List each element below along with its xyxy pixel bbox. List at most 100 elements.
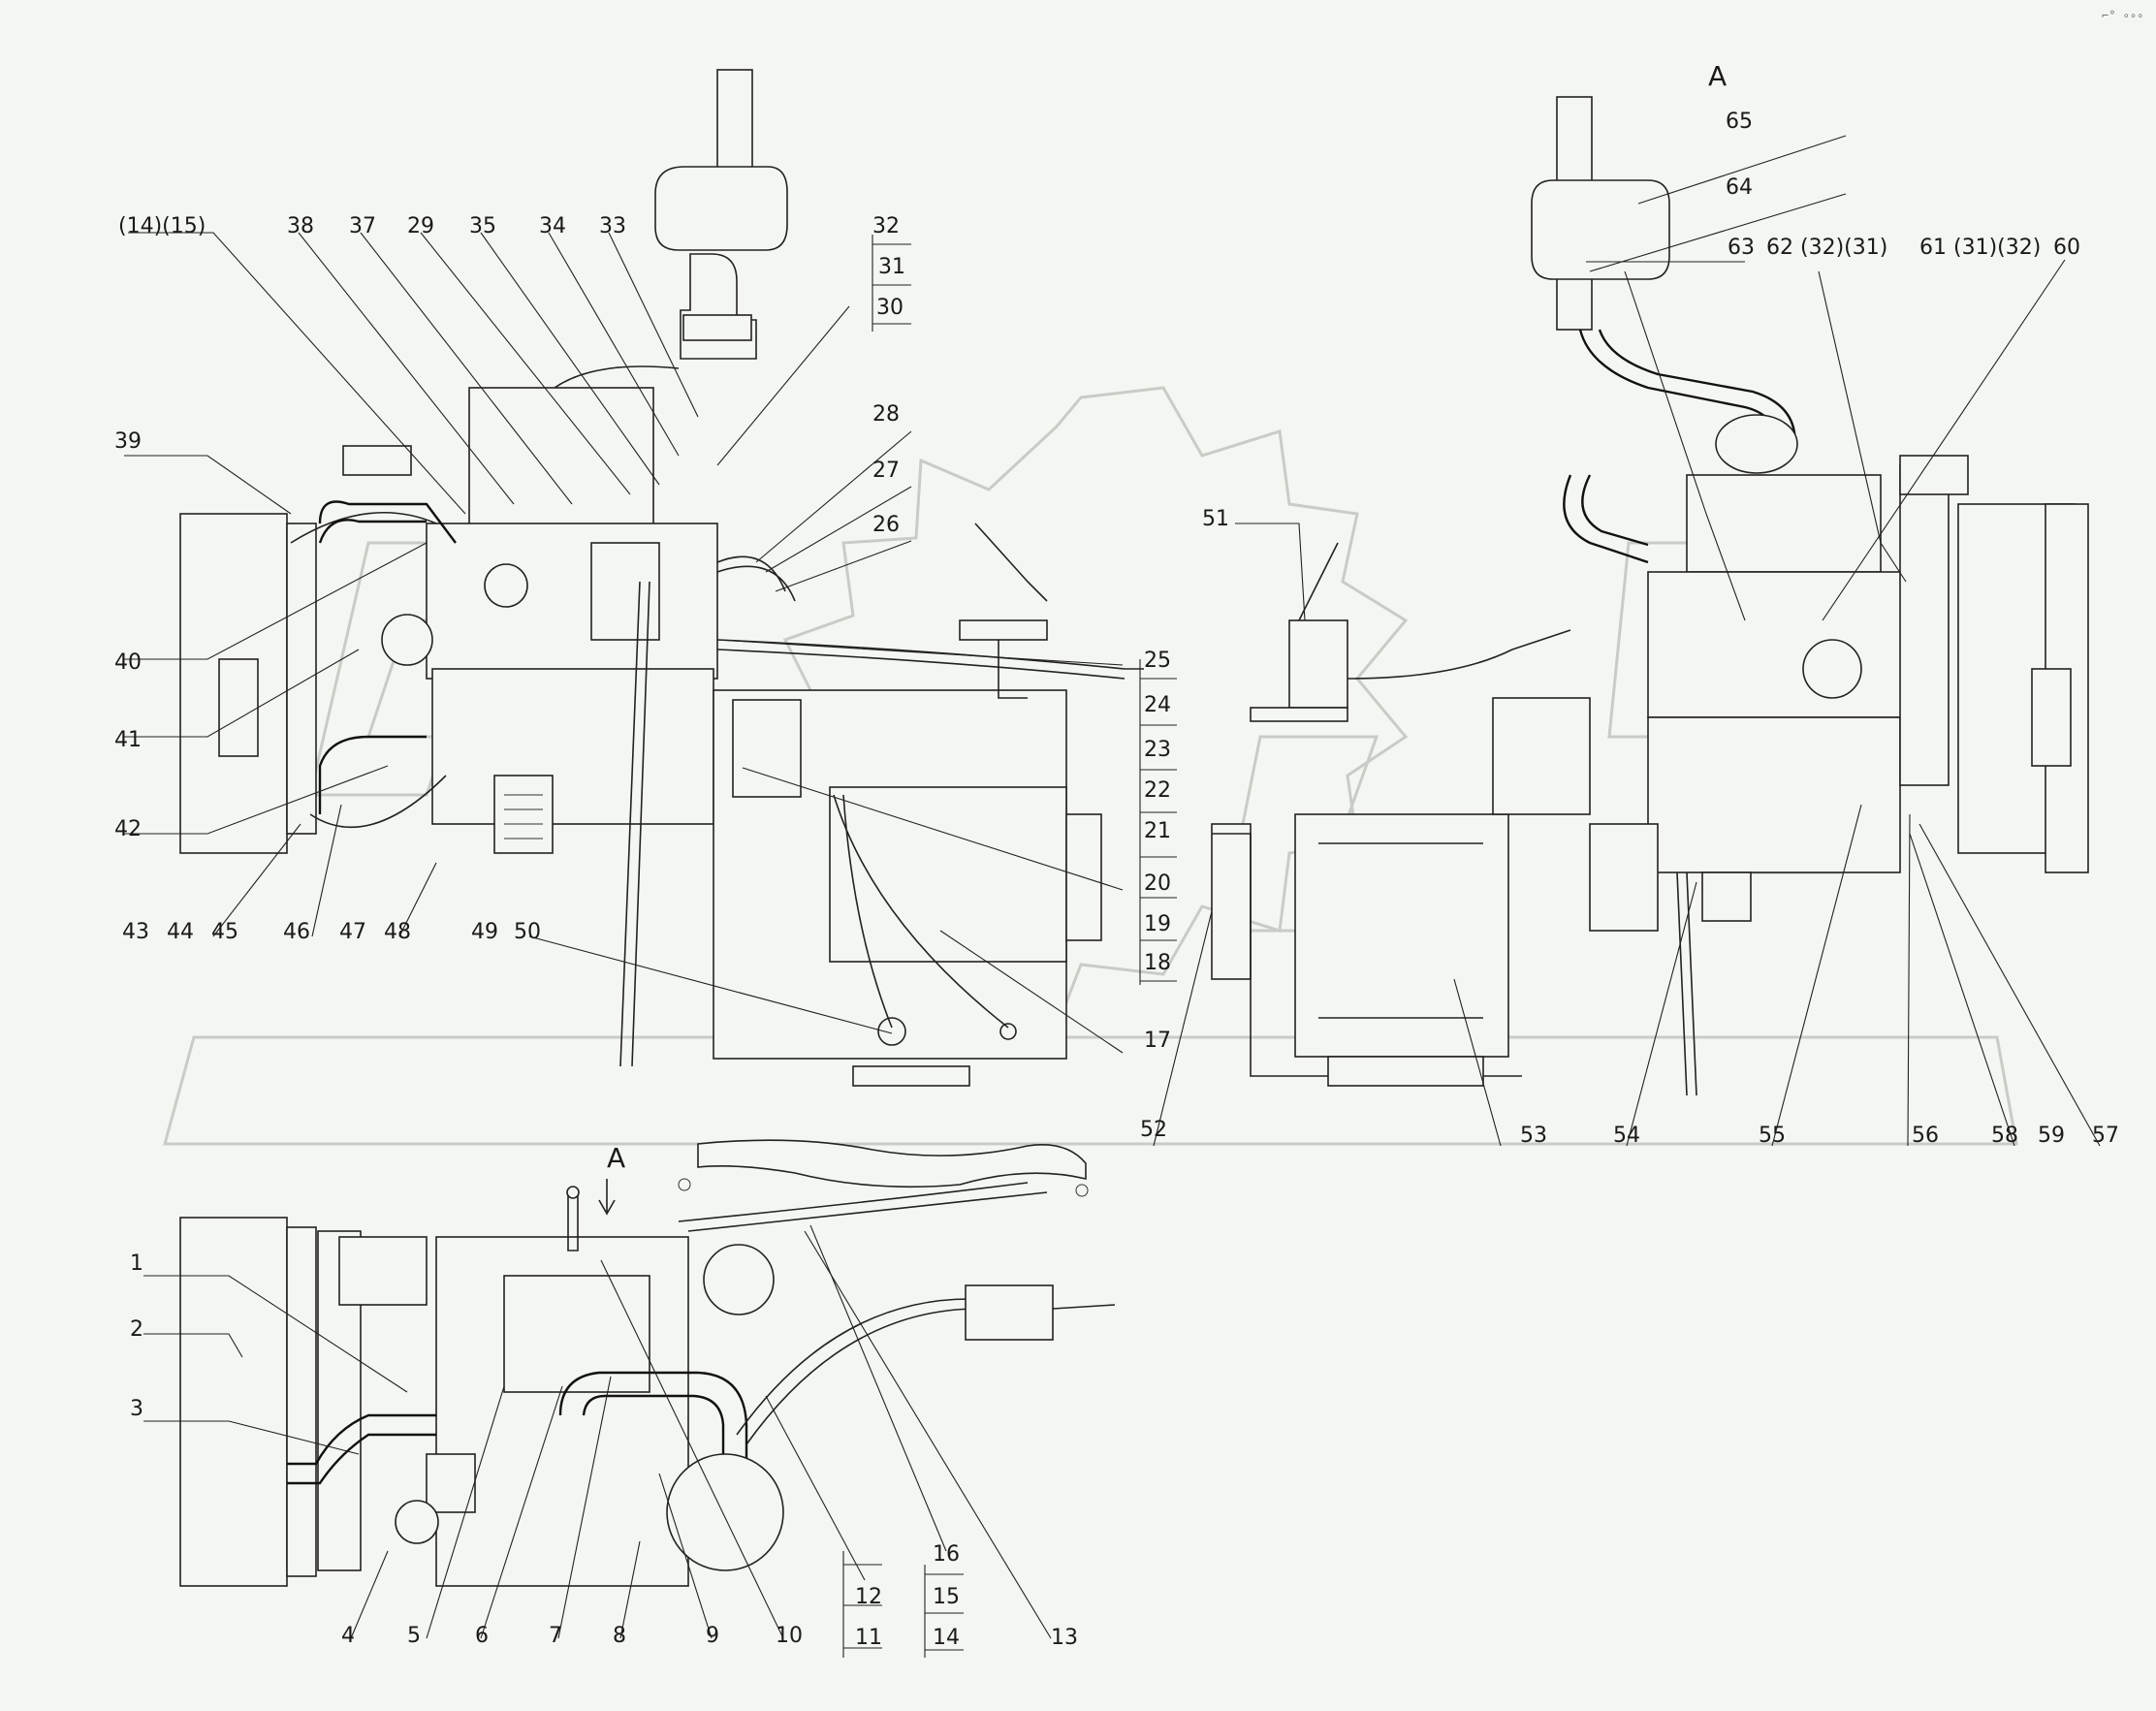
top-view-engine — [179, 1139, 1116, 1587]
throttle-base — [1250, 707, 1348, 722]
callout-3: 3 — [130, 1397, 143, 1421]
callout-40: 40 — [114, 650, 142, 675]
battery-bracket — [732, 699, 802, 798]
front-view-engine — [179, 69, 1144, 1087]
callout-10: 10 — [776, 1624, 803, 1648]
radiator-shroud — [286, 523, 317, 835]
callout-17: 17 — [1144, 1029, 1171, 1053]
callout-30: 30 — [876, 296, 904, 320]
callout-45: 45 — [211, 920, 238, 944]
callout-23: 23 — [1144, 738, 1171, 762]
rear-fan-shroud — [1899, 464, 1950, 786]
callout-57: 57 — [2092, 1124, 2119, 1148]
callout-6: 6 — [475, 1624, 489, 1648]
callout-54: 54 — [1613, 1124, 1640, 1148]
callout-2: 2 — [130, 1317, 143, 1342]
corner-mark: ⌐° ∘∘∘ — [2102, 9, 2143, 22]
oil-filter — [493, 775, 554, 854]
turbo-top-view — [703, 1244, 775, 1315]
callout-16: 16 — [933, 1542, 960, 1567]
left-mount-plate — [1211, 823, 1252, 980]
rear-tank-base — [1327, 1056, 1484, 1087]
air-filter-top — [654, 166, 788, 251]
callout-65: 65 — [1726, 110, 1753, 134]
callout-44: 44 — [167, 920, 194, 944]
callout-41: 41 — [114, 728, 142, 752]
callout-labels: (14)(15) 38 37 29 35 34 33 32 31 30 28 2… — [114, 60, 2119, 1650]
hose-clamp — [682, 314, 752, 341]
callout-13: 13 — [1051, 1626, 1078, 1650]
callout-53: 53 — [1520, 1124, 1547, 1148]
callout-4: 4 — [341, 1624, 355, 1648]
callout-37: 37 — [349, 214, 376, 238]
callout-63: 63 — [1728, 236, 1755, 260]
rear-cylinder-head — [1686, 474, 1882, 573]
callout-55: 55 — [1759, 1124, 1786, 1148]
rear-view-engine — [1211, 96, 2089, 1096]
callout-29: 29 — [407, 214, 434, 238]
callout-8: 8 — [613, 1624, 626, 1648]
throttle-cable-end — [965, 1284, 1054, 1341]
rear-engine-block — [1647, 571, 1920, 718]
rear-lower-block — [1647, 716, 1901, 873]
wiring-bracket-plate — [697, 1139, 1087, 1188]
radiator-top-view — [179, 1217, 288, 1587]
throttle-bracket — [959, 619, 1048, 641]
callout-43: 43 — [122, 920, 149, 944]
battery-base — [852, 1065, 970, 1087]
view-marker-a-bottom: A — [607, 1142, 625, 1174]
callout-49: 49 — [471, 920, 498, 944]
intake-elbow — [680, 253, 757, 360]
callout-33: 33 — [599, 214, 626, 238]
callout-48: 48 — [384, 920, 411, 944]
rear-oil-filter — [1701, 871, 1752, 922]
callout-58: 58 — [1991, 1124, 2018, 1148]
callout-25: 25 — [1144, 649, 1171, 673]
callout-22: 22 — [1144, 778, 1171, 803]
callout-15: 15 — [933, 1585, 960, 1609]
callout-7: 7 — [549, 1624, 562, 1648]
callout-14: 14 — [933, 1626, 960, 1650]
callout-28: 28 — [872, 402, 900, 427]
callout-56: 56 — [1912, 1124, 1939, 1148]
dipstick-handle — [566, 1186, 580, 1199]
callout-46: 46 — [283, 920, 310, 944]
callout-50: 50 — [514, 920, 541, 944]
engine-lower-block — [431, 668, 714, 825]
callout-34: 34 — [539, 214, 566, 238]
callout-9: 9 — [706, 1624, 719, 1648]
leader-lines — [124, 135, 2101, 1658]
alternator-top-view — [426, 1453, 476, 1513]
air-cleaner-inlet — [1715, 414, 1798, 474]
callout-39: 39 — [114, 429, 142, 454]
engine-block — [426, 523, 718, 680]
alternator — [381, 614, 433, 666]
throttle-lever-assembly — [1288, 619, 1348, 709]
callout-32: 32 — [872, 214, 900, 238]
radiator-cap-panel — [218, 658, 259, 757]
callout-52: 52 — [1140, 1118, 1167, 1142]
callout-19: 19 — [1144, 912, 1171, 936]
view-marker-a-top: A — [1708, 60, 1727, 92]
rear-pulley — [1802, 639, 1862, 699]
radiator-side-top-view — [286, 1226, 317, 1577]
muffler-rear — [1531, 179, 1670, 280]
callout-18: 18 — [1144, 951, 1171, 975]
callout-1: 1 — [130, 1252, 143, 1276]
rear-top-bracket — [1899, 455, 1969, 495]
callout-62: 62 (32)(31) — [1766, 236, 1887, 260]
callout-24: 24 — [1144, 693, 1171, 717]
callout-42: 42 — [114, 817, 142, 841]
callout-27: 27 — [872, 459, 900, 483]
callout-61: 61 (31)(32) — [1919, 236, 2041, 260]
callout-47: 47 — [339, 920, 366, 944]
battery-terminal-positive — [999, 1023, 1017, 1040]
callout-64: 64 — [1726, 175, 1753, 200]
rear-tank — [1294, 813, 1509, 1058]
callout-11: 11 — [855, 1626, 882, 1650]
rear-radiator-panel — [2031, 668, 2072, 767]
battery-terminal-negative — [877, 1017, 906, 1046]
callout-21: 21 — [1144, 819, 1171, 843]
